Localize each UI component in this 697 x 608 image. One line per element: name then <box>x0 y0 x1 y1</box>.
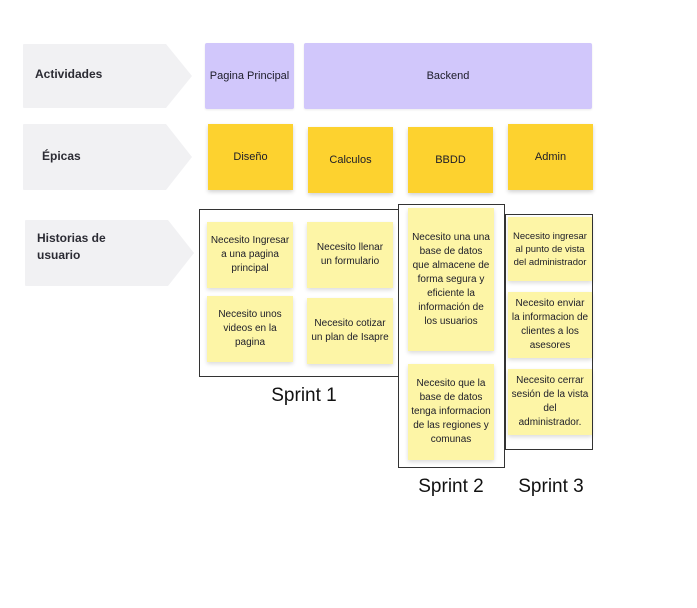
epic-admin[interactable]: Admin <box>508 124 593 190</box>
story-ingresar-admin[interactable]: Necesito ingresar al punto de vista del … <box>508 217 592 281</box>
sprint-1-label: Sprint 1 <box>271 385 337 406</box>
story-base-datos-usuarios[interactable]: Necesito una una base de datos que almac… <box>408 208 494 351</box>
historias-arrow <box>25 220 194 286</box>
epic-bbdd[interactable]: BBDD <box>408 127 493 193</box>
story-ingresar-pagina[interactable]: Necesito Ingresar a una pagina principal <box>207 222 293 288</box>
story-enviar-informacion[interactable]: Necesito enviar la informacion de client… <box>508 292 592 358</box>
epic-diseno[interactable]: Diseño <box>208 124 293 190</box>
story-cotizar-plan[interactable]: Necesito cotizar un plan de Isapre <box>307 298 393 364</box>
story-videos-pagina[interactable]: Necesito unos videos en la pagina <box>207 296 293 362</box>
story-base-datos-regiones[interactable]: Necesito que la base de datos tenga info… <box>408 364 494 460</box>
sprint-2-label: Sprint 2 <box>418 476 484 497</box>
row-label-historias: Historias de usuario <box>37 231 106 262</box>
activity-backend[interactable]: Backend <box>304 43 592 109</box>
sprint-2-box <box>398 204 505 468</box>
row-label-actividades: Actividades <box>35 67 103 81</box>
actividades-arrow <box>23 44 192 108</box>
sprint-3-label: Sprint 3 <box>518 476 584 497</box>
activity-pagina-principal[interactable]: Pagina Principal <box>205 43 294 109</box>
epicas-arrow <box>23 124 192 190</box>
epic-calculos[interactable]: Calculos <box>308 127 393 193</box>
story-cerrar-sesion[interactable]: Necesito cerrar sesión de la vista del a… <box>508 369 592 435</box>
story-llenar-formulario[interactable]: Necesito llenar un formulario <box>307 222 393 288</box>
row-label-epicas: Épicas <box>42 149 81 163</box>
sprint-3-box <box>505 214 593 450</box>
